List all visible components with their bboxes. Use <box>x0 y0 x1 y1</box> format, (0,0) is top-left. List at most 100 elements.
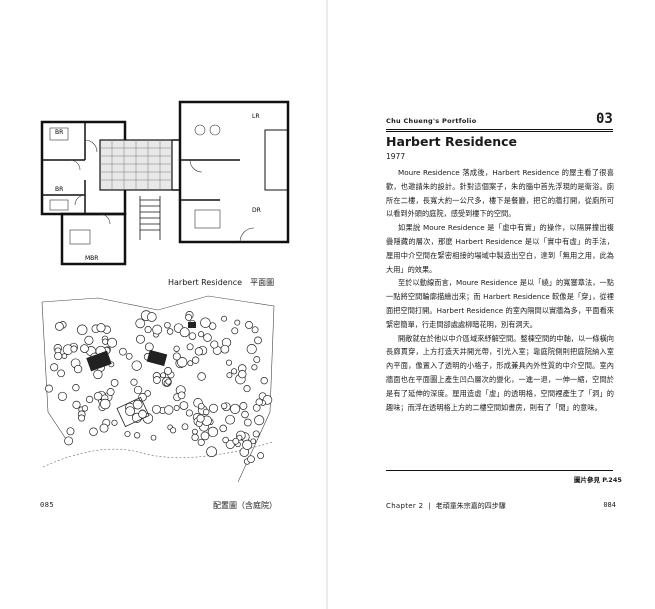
tree-canopy <box>80 344 89 353</box>
tree-canopy <box>130 378 138 386</box>
tree-canopy <box>99 423 109 433</box>
tree-canopy <box>198 402 205 410</box>
floor-plan-drawing: BR BR LR DR MBR <box>40 100 290 268</box>
tree-canopy <box>179 401 189 410</box>
tree-canopy <box>191 433 199 442</box>
tree-canopy <box>125 352 133 360</box>
site-plan-drawing <box>38 292 278 487</box>
tree-canopy <box>225 359 233 366</box>
tree-canopy <box>138 409 147 419</box>
tree-canopy <box>93 369 103 380</box>
tree-canopy <box>194 347 204 356</box>
tree-canopy <box>245 321 253 329</box>
chapter-number: 03 <box>596 111 613 127</box>
paragraph: Moure Residence 落成後，Harbert Residence 的屋… <box>386 168 614 219</box>
tree-canopy <box>144 326 152 334</box>
tree-canopy <box>257 452 265 460</box>
right-page-footer: Chapter 2|老頑童朱宗嘉的四步驟 084 <box>386 501 616 511</box>
tree-canopy <box>124 430 131 438</box>
footer-chapter: Chapter 2 <box>386 502 424 510</box>
tree-canopy <box>133 385 143 395</box>
tree-canopy <box>55 322 64 331</box>
tree-canopy <box>206 446 217 458</box>
tree-canopy <box>252 430 260 438</box>
tree-canopy <box>202 408 210 416</box>
tree-canopy <box>164 321 171 329</box>
site-plan-caption: 配置圖（含庭院） <box>213 501 277 510</box>
tree-canopy <box>84 335 94 345</box>
floor-label-br1: BR <box>55 129 63 136</box>
article-body: Moure Residence 落成後，Harbert Residence 的屋… <box>386 166 614 414</box>
tree-canopy <box>45 384 53 393</box>
tree-canopy <box>165 378 172 385</box>
tree-canopy <box>166 328 174 335</box>
tree-canopy <box>225 439 235 449</box>
tree-canopy <box>222 436 229 444</box>
tree-canopy <box>260 377 268 385</box>
tree-canopy <box>93 391 103 401</box>
tree-canopy <box>173 345 180 352</box>
tree-canopy <box>110 379 119 387</box>
tree-canopy <box>208 403 219 413</box>
tree-canopy <box>76 324 88 336</box>
tree-canopy <box>251 364 258 371</box>
tree-canopy <box>133 432 141 439</box>
tree-canopy <box>251 326 259 334</box>
tree-canopy <box>231 327 239 335</box>
tree-canopy <box>234 319 241 326</box>
tree-canopy <box>247 455 255 464</box>
tree-canopy <box>153 376 161 384</box>
footer-rule <box>386 470 613 471</box>
tree-canopy <box>152 324 163 335</box>
tree-canopy <box>185 409 193 417</box>
tree-canopy <box>144 390 151 397</box>
tree-canopy <box>207 426 219 438</box>
tree-canopy <box>57 369 65 378</box>
floor-label-dr: DR <box>252 207 261 214</box>
tree-canopy <box>72 384 80 392</box>
tree-canopy <box>230 403 241 414</box>
floor-label-br2: BR <box>55 186 63 193</box>
footer-separator: | <box>428 502 431 510</box>
tree-canopy <box>85 395 94 404</box>
tree-canopy <box>170 427 177 434</box>
tree-canopy <box>191 356 200 364</box>
tree-canopy <box>243 385 251 393</box>
tree-canopy <box>203 333 212 342</box>
header-rule-secondary <box>386 131 613 132</box>
tree-canopy <box>188 332 197 340</box>
paragraph: 至於以動線而言，Moure Residence 是以「繞」的寬塞章法，一點一點將… <box>386 278 614 329</box>
tree-canopy <box>219 424 227 433</box>
tree-canopy <box>57 391 67 401</box>
tree-canopy <box>220 344 230 354</box>
tree-canopy <box>254 415 265 426</box>
tree-canopy <box>177 357 188 368</box>
tree-canopy <box>66 427 75 436</box>
tree-canopy <box>61 353 68 359</box>
tree-canopy <box>138 393 147 402</box>
right-page-number: 084 <box>603 501 616 509</box>
tree-canopy <box>152 404 161 414</box>
tree-canopy <box>144 342 154 352</box>
floor-plan-caption: Harbert Residence 平面圖 <box>168 278 275 287</box>
tree-canopy <box>131 360 142 371</box>
right-page: Chu Chueng's Portfolio 03 Harbert Reside… <box>328 0 655 609</box>
tree-canopy <box>89 427 98 437</box>
tree-canopy <box>99 398 111 410</box>
tree-canopy <box>200 431 210 441</box>
tree-canopy <box>198 331 205 338</box>
tree-canopy <box>73 364 83 374</box>
tree-canopy <box>210 340 219 349</box>
tree-canopy <box>135 318 146 329</box>
tree-canopy <box>164 405 174 415</box>
paragraph: 開敞就在於他以中介區域來紓解空間。整棟空間的中軸，以一條橫向長廊貫穿，上方打造天… <box>386 333 614 412</box>
tree-canopy <box>78 414 86 422</box>
tree-canopy <box>231 368 238 375</box>
tree-canopy <box>111 419 118 426</box>
floor-label-lr: LR <box>252 113 260 120</box>
left-page-number: 085 <box>40 501 55 509</box>
tree-canopy <box>197 438 205 446</box>
tree-canopy <box>146 312 157 322</box>
tree-canopy <box>81 405 89 412</box>
tree-canopy <box>72 400 81 409</box>
